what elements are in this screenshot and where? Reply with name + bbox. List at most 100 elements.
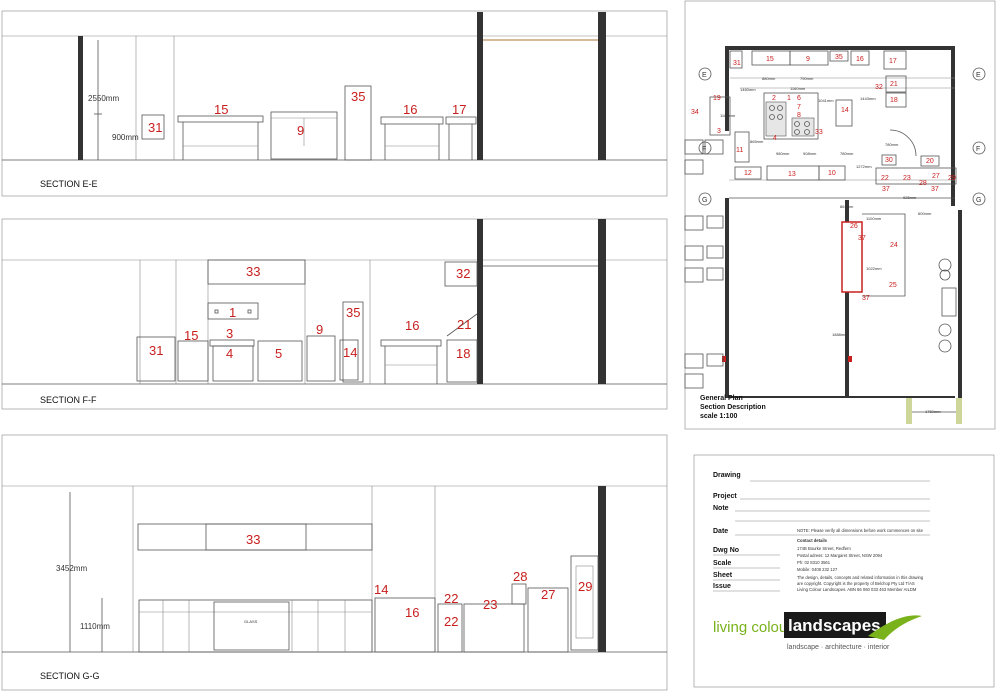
svg-text:980mm: 980mm (776, 151, 790, 156)
unit-4 (212, 345, 254, 382)
section-ee: 2550mm 900mm 31 15 9 35 16 17 SECTION E-… (1, 10, 668, 197)
tag-28: 28 (513, 569, 527, 584)
plan-tag: 37 (931, 186, 939, 193)
plan-tag: 3 (717, 128, 721, 135)
plan-tag: 7 (797, 104, 801, 111)
plan-subtitle: Section Description (700, 404, 766, 411)
plan-tag: 25 (889, 282, 897, 289)
tag-14: 14 (374, 582, 388, 597)
svg-text:Postal adress: 12 Margaret Str: Postal adress: 12 Margaret Street, NSW 2… (797, 553, 883, 558)
cabinet-run (138, 599, 373, 653)
unit-22 (437, 603, 463, 653)
plan-tag: 30 (885, 157, 893, 164)
tag-14: 14 (343, 345, 357, 360)
section-caption: SECTION G-G (40, 671, 100, 681)
svg-text:are copyright. Copyright is th: are copyright. Copyright is the property… (797, 581, 915, 586)
svg-text:925mm: 925mm (903, 195, 917, 200)
tag-17: 17 (452, 102, 466, 117)
plan-tag: 35 (835, 54, 843, 61)
section-caption: SECTION F-F (40, 395, 97, 405)
tag-18: 18 (456, 346, 470, 361)
unit-18 (446, 339, 478, 383)
svg-text:600mm: 600mm (918, 211, 932, 216)
issue-label: Issue (713, 583, 731, 590)
unit-35 (344, 85, 372, 161)
glass-label: GLASS (244, 619, 258, 624)
cooking-block (763, 92, 819, 140)
tag-16: 16 (405, 605, 419, 620)
unit-14 (339, 339, 359, 381)
grid-marker-e (972, 67, 986, 81)
bench-16 (380, 116, 444, 125)
logo-block (784, 612, 886, 638)
plan-tag: 22 (881, 175, 889, 182)
plan-tag: 32 (875, 84, 883, 91)
plan-tag: 31 (733, 60, 741, 67)
grid-marker-f (972, 141, 986, 155)
scale-label: Scale (713, 560, 731, 567)
tag-32: 32 (456, 266, 470, 281)
plan-tag: 2 (772, 95, 776, 102)
glass-panel (213, 601, 290, 651)
company-logo: living colour landscapes landscape · arc… (713, 612, 922, 651)
title-block-frame (693, 454, 995, 688)
plan-tag: 18 (890, 97, 898, 104)
svg-text:Living Colour Landscapes. ABN: Living Colour Landscapes. ABN 66 060 033… (797, 587, 917, 592)
svg-text:1041mm: 1041mm (818, 98, 834, 103)
sheet-label: Sheet (713, 572, 733, 579)
svg-text:Mobile: 0408 232 127: Mobile: 0408 232 127 (797, 567, 838, 572)
section-ee-frame (1, 10, 668, 197)
unit-9 (270, 111, 338, 160)
bench-16 (380, 339, 442, 347)
plan-tag: 16 (856, 56, 864, 63)
svg-text:1460mm: 1460mm (740, 87, 756, 92)
grid-marker-g (698, 192, 712, 206)
bench-17 (445, 116, 477, 125)
section-ff-frame (1, 218, 668, 410)
svg-text:1182mm: 1182mm (720, 113, 736, 118)
plan-tag: 23 (903, 175, 911, 182)
svg-text:1100mm: 1100mm (866, 216, 882, 221)
tag-22: 22 (444, 591, 458, 606)
svg-text:908mm: 908mm (803, 151, 817, 156)
date-label: Date (713, 528, 728, 535)
plan-tag: 11 (736, 147, 743, 154)
plan-tag: 9 (806, 56, 810, 63)
svg-text:F: F (976, 146, 980, 153)
tag-35: 35 (351, 89, 365, 104)
section-gg: 3452mm 1110mm GLASS 33 14 16 22 23 28 27… (1, 434, 668, 691)
grid-marker-f (698, 141, 712, 155)
svg-text:780mm: 780mm (885, 142, 899, 147)
plan-tag: 15 (766, 56, 774, 63)
plan-tag: 12 (744, 170, 752, 177)
wall (477, 219, 483, 384)
tag-9: 9 (297, 123, 304, 138)
svg-text:1160mm: 1160mm (790, 86, 806, 91)
plan-tag: 26 (850, 223, 858, 230)
tag-3: 3 (226, 326, 233, 341)
plan-tag: 1 (787, 95, 791, 102)
svg-text:G: G (702, 197, 707, 204)
unit-35 (342, 301, 364, 383)
wall (78, 36, 83, 160)
tag-31: 31 (149, 343, 163, 358)
plan-tag: 13 (788, 171, 796, 178)
section-gg-frame (1, 434, 668, 691)
svg-text:The design, details, concepts: The design, details, concepts and relate… (797, 575, 924, 580)
section-ff: 33 32 1 35 3 9 16 21 31 15 4 5 14 18 SEC… (1, 218, 668, 410)
tag-23: 23 (483, 597, 497, 612)
unit-9 (306, 335, 336, 382)
wall (598, 219, 606, 384)
wall (598, 486, 606, 652)
plan-scale: scale 1:100 (700, 413, 737, 420)
unit-31 (136, 336, 176, 382)
canopy-33 (207, 259, 306, 285)
plan-tag: 29 (948, 175, 956, 182)
svg-text:880mm: 880mm (762, 76, 776, 81)
wall (598, 12, 606, 160)
unit-27 (527, 587, 569, 653)
dimension-bench: 900mm (112, 133, 139, 142)
svg-text:E: E (702, 72, 707, 79)
tag-22: 22 (444, 614, 458, 629)
wall (477, 12, 483, 160)
